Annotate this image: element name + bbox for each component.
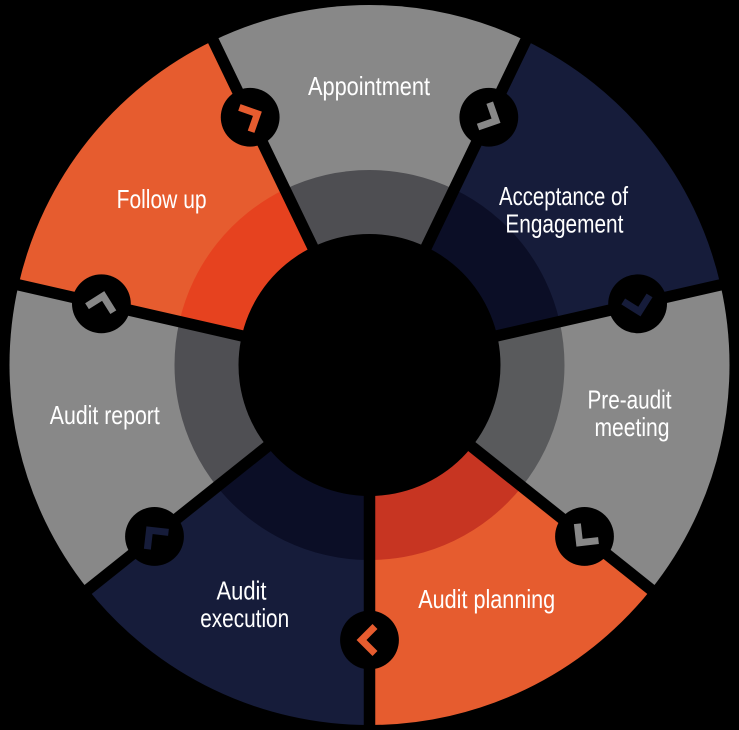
svg-text:Acceptance of: Acceptance of — [499, 181, 629, 211]
svg-text:Appointment: Appointment — [308, 71, 431, 101]
svg-text:Engagement: Engagement — [505, 208, 624, 238]
svg-text:Audit report: Audit report — [50, 400, 161, 430]
svg-text:meeting: meeting — [595, 412, 670, 442]
svg-text:Audit: Audit — [217, 575, 268, 605]
svg-text:Audit planning: Audit planning — [418, 584, 555, 614]
svg-text:execution: execution — [200, 603, 289, 633]
svg-text:Follow up: Follow up — [117, 184, 207, 214]
svg-text:Pre-audit: Pre-audit — [588, 384, 673, 414]
